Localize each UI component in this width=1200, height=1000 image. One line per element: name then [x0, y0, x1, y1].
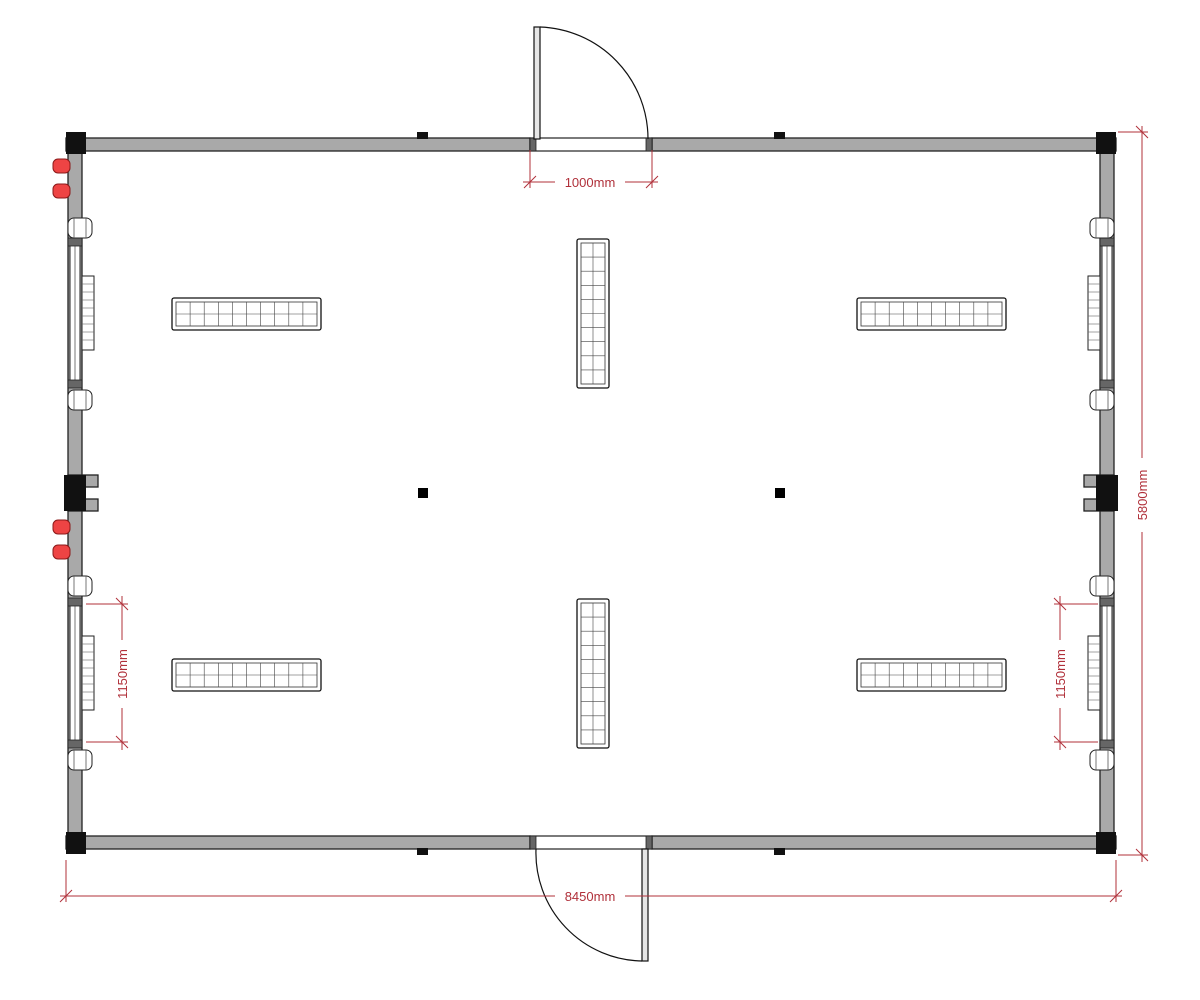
- door-top: [529, 26, 653, 152]
- window-left-lower: [67, 597, 95, 749]
- wall-brackets: [67, 217, 1115, 771]
- ceiling-light-fixture: [171, 297, 322, 331]
- wall-lamp-icon: [67, 217, 93, 239]
- wall-post: [417, 848, 428, 855]
- wall-lamp-icon: [67, 749, 93, 771]
- corner-bottom-left: [66, 832, 86, 854]
- wall-top-right: [651, 137, 1117, 152]
- wall-bottom-right: [651, 835, 1117, 850]
- door-opening-bottom: [529, 835, 653, 850]
- window-right-lower: [1087, 597, 1115, 749]
- wall-post: [774, 848, 785, 855]
- window-left-upper: [67, 237, 95, 389]
- door-swing-arc-top: [539, 26, 649, 140]
- wall-post: [417, 132, 428, 139]
- radiator: [81, 275, 95, 351]
- socket-icon: [52, 158, 71, 174]
- corner-top-left: [66, 132, 86, 154]
- wall-lamp-icon: [1089, 389, 1115, 411]
- ceiling-lights: [171, 238, 1007, 749]
- wall-bottom-left: [65, 835, 531, 850]
- socket-icon: [52, 519, 71, 535]
- sockets: [52, 158, 71, 560]
- wall-lamp-icon: [67, 575, 93, 597]
- door-swing-arc-bottom: [535, 848, 643, 962]
- socket-icon: [52, 544, 71, 560]
- window-right-upper: [1087, 237, 1115, 389]
- interior-column: [775, 488, 785, 498]
- door-leaf-top: [533, 26, 541, 140]
- corner-top-right: [1096, 132, 1116, 154]
- door-jamb: [645, 137, 653, 152]
- wall-lamp-icon: [1089, 749, 1115, 771]
- dimensions: 1000mm 8450mm 5800mm 1150mm 1150mm: [59, 125, 1151, 904]
- right-window-label: 1150mm: [1053, 649, 1068, 699]
- socket-icon: [52, 183, 71, 199]
- ceiling-light-fixture: [576, 238, 610, 389]
- radiator: [1087, 275, 1101, 351]
- wall-post: [774, 132, 785, 139]
- door-jamb: [645, 835, 653, 850]
- radiator: [1087, 635, 1101, 711]
- ceiling-light-fixture: [576, 598, 610, 749]
- left-window-label: 1150mm: [115, 649, 130, 699]
- door-width-label: 1000mm: [565, 175, 616, 190]
- door-leaf-bottom: [641, 848, 649, 962]
- total-width-label: 8450mm: [565, 889, 616, 904]
- wall-lamp-icon: [67, 389, 93, 411]
- radiator: [81, 635, 95, 711]
- ceiling-light-fixture: [856, 297, 1007, 331]
- door-jamb: [529, 835, 537, 850]
- interior-column: [418, 488, 428, 498]
- column-right-mid: [1096, 475, 1118, 511]
- wall-lamp-icon: [1089, 217, 1115, 239]
- corner-bottom-right: [1096, 832, 1116, 854]
- total-height-label: 5800mm: [1135, 470, 1150, 521]
- door-bottom: [529, 835, 653, 962]
- door-opening-top: [529, 137, 653, 152]
- column-left-mid: [64, 475, 86, 511]
- door-jamb: [529, 137, 537, 152]
- ceiling-light-fixture: [171, 658, 322, 692]
- wall-lamp-icon: [1089, 575, 1115, 597]
- wall-top-left: [65, 137, 531, 152]
- ceiling-light-fixture: [856, 658, 1007, 692]
